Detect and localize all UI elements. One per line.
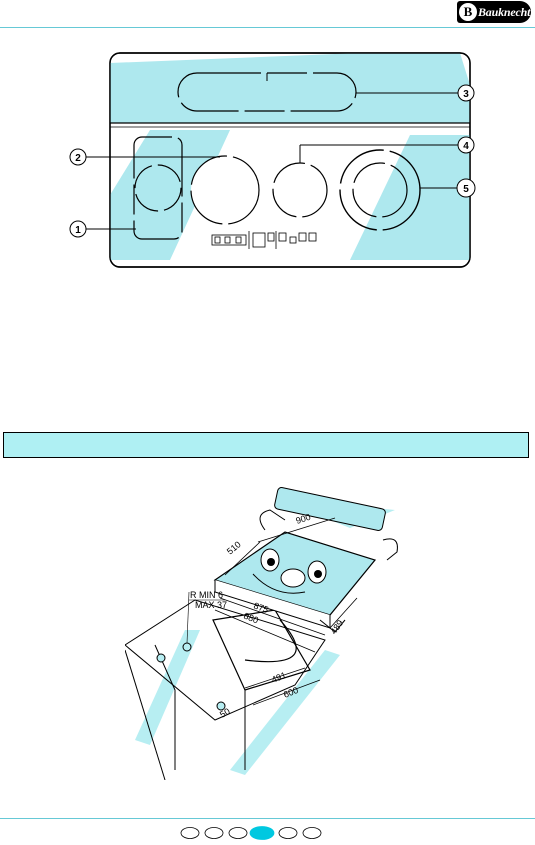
- brand-logo-text: Bauknecht: [478, 4, 531, 19]
- brand-logo-mark: B: [459, 3, 477, 21]
- radius-label: R MIN 6 MAX 37: [186, 590, 227, 644]
- dim-900: 900: [295, 512, 312, 526]
- svg-text:4: 4: [463, 141, 469, 152]
- svg-text:1: 1: [75, 225, 81, 236]
- callout-2: 2: [69, 148, 220, 166]
- callout-3: 3: [356, 84, 475, 102]
- svg-text:MAX 37: MAX 37: [195, 600, 227, 610]
- dim-491: 491: [270, 670, 288, 685]
- callout-1: 1: [69, 220, 136, 238]
- footer-divider: [0, 818, 535, 819]
- cooktop-diagram: 3 2 4 5 1: [69, 52, 476, 268]
- dim-489: 489: [328, 618, 345, 636]
- page-dot-current: [249, 826, 275, 840]
- page-indicator: [180, 826, 322, 840]
- svg-text:MIN 6: MIN 6: [199, 590, 223, 600]
- control-panel: [211, 231, 317, 249]
- page-dot: [278, 827, 298, 839]
- page-dot: [302, 827, 322, 839]
- svg-text:R: R: [190, 590, 197, 600]
- dim-875: 875: [252, 600, 270, 615]
- dim-50: 50: [218, 706, 232, 720]
- brand-logo: B Bauknecht: [457, 1, 531, 23]
- dim-510: 510: [225, 539, 243, 556]
- page-dot: [204, 827, 224, 839]
- callout-5: 5: [420, 178, 476, 198]
- svg-text:3: 3: [463, 89, 469, 100]
- header-divider: [0, 27, 535, 28]
- svg-text:5: 5: [463, 184, 469, 195]
- cartoon-cooktop: [213, 487, 398, 663]
- callout-4: 4: [299, 136, 475, 163]
- installation-diagram: 900 510 875 880 489 491 600 50 R MIN 6 M…: [125, 487, 398, 780]
- page-dot: [180, 827, 200, 839]
- svg-text:2: 2: [75, 153, 81, 164]
- section-header-bar: [3, 432, 529, 458]
- page-dot: [228, 827, 248, 839]
